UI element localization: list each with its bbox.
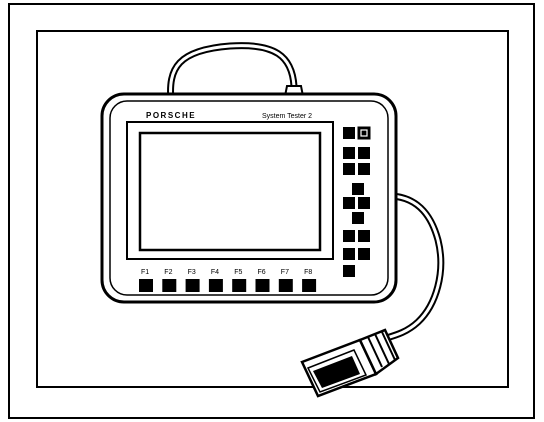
side-key-14[interactable] [358, 248, 370, 260]
fkey-button-1[interactable] [139, 279, 153, 292]
power-key-inner-mark [360, 129, 368, 137]
side-key-10[interactable] [352, 212, 364, 224]
model-label: System Tester 2 [262, 113, 312, 120]
fkey-label-5: F5 [234, 269, 242, 276]
fkey-label-6: F6 [258, 269, 266, 276]
side-key-11[interactable] [343, 230, 355, 242]
fkey-label-4: F4 [211, 269, 219, 276]
function-key-row: F1 F2 F3 F4 F5 F6 F7 F8 [139, 269, 317, 292]
obd-plug-socket [306, 349, 368, 393]
side-cable-fill [378, 194, 443, 342]
fkey-button-5[interactable] [232, 279, 247, 292]
side-key-5[interactable] [343, 163, 355, 175]
side-keypad [343, 126, 371, 277]
fkey-button-3[interactable] [185, 279, 200, 292]
fkey-button-8[interactable] [302, 279, 317, 292]
obd-grip-rib-1 [367, 336, 383, 368]
side-key-3[interactable] [343, 147, 355, 159]
side-key-15[interactable] [343, 265, 355, 277]
brand-label: PORSCHE [146, 111, 196, 120]
fkey-label-3: F3 [188, 269, 196, 276]
side-key-9[interactable] [358, 197, 370, 209]
side-key-6[interactable] [358, 163, 370, 175]
side-key-7[interactable] [352, 183, 364, 195]
obd-grip-rib-2 [374, 333, 390, 365]
device-bezel [109, 100, 389, 296]
obd-grip-rib-3 [381, 331, 396, 361]
side-key-4[interactable] [358, 147, 370, 159]
fkey-label-7: F7 [281, 269, 289, 276]
fkey-button-2[interactable] [162, 279, 177, 292]
fkey-label-2: F2 [164, 269, 172, 276]
fkey-button-7[interactable] [278, 279, 293, 292]
power-key[interactable] [357, 126, 371, 140]
fkey-button-6[interactable] [255, 279, 270, 292]
fkey-label-8: F8 [304, 269, 312, 276]
outer-frame [8, 3, 535, 419]
side-key-13[interactable] [343, 248, 355, 260]
obd-plug-pins [313, 356, 360, 388]
fkey-label-1: F1 [141, 269, 149, 276]
fkey-button-4[interactable] [208, 279, 223, 292]
top-cable-fill [169, 44, 296, 103]
obd-connector [300, 328, 400, 398]
side-key-12[interactable] [358, 230, 370, 242]
display-screen [138, 131, 322, 252]
side-key-1[interactable] [343, 127, 355, 139]
side-key-8[interactable] [343, 197, 355, 209]
inner-frame [36, 30, 509, 388]
